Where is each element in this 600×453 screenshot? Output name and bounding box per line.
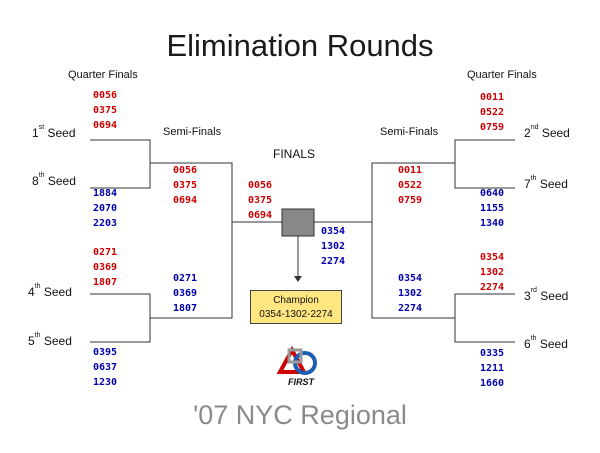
- champion-label: Champion: [273, 295, 319, 306]
- finals-label: FINALS: [273, 147, 316, 161]
- seed-8-label: 8th Seed: [32, 172, 76, 188]
- left-quarter-finals-header: Quarter Finals: [68, 69, 138, 81]
- seed-6-label: 6th Seed: [524, 335, 568, 351]
- seed-2-label: 2nd Seed: [524, 124, 570, 140]
- seed-1-label: 1st Seed: [32, 124, 76, 140]
- event-name: '07 NYC Regional: [193, 400, 407, 430]
- seed-5-label: 5th Seed: [28, 332, 72, 348]
- first-logo-text: FIRST: [288, 377, 314, 387]
- champion-arrow-head: [294, 276, 302, 282]
- bracket-left-semi: [150, 162, 233, 319]
- seed-7-label: 7th Seed: [524, 175, 568, 191]
- champion-teams: 0354-1302-2274: [259, 309, 333, 320]
- seed-4-label: 4th Seed: [28, 283, 72, 299]
- seed-3-label: 3rd Seed: [524, 287, 569, 303]
- bracket-left-qf-bottom: [90, 293, 151, 343]
- first-logo-icon: [276, 345, 317, 375]
- bracket-right-qf-bottom: [454, 293, 515, 343]
- champion-box: Champion 0354-1302-2274: [250, 290, 342, 324]
- bracket-right-semi: [371, 162, 455, 319]
- page-title: Elimination Rounds: [166, 28, 434, 63]
- right-quarter-finals-header: Quarter Finals: [467, 69, 537, 81]
- bracket-left-qf-top: [90, 139, 151, 189]
- left-semi-finals-header: Semi-Finals: [163, 126, 222, 138]
- right-semi-finals-header: Semi-Finals: [380, 126, 439, 138]
- bracket-right-qf-top: [454, 139, 515, 189]
- trophy-icon: [281, 208, 315, 237]
